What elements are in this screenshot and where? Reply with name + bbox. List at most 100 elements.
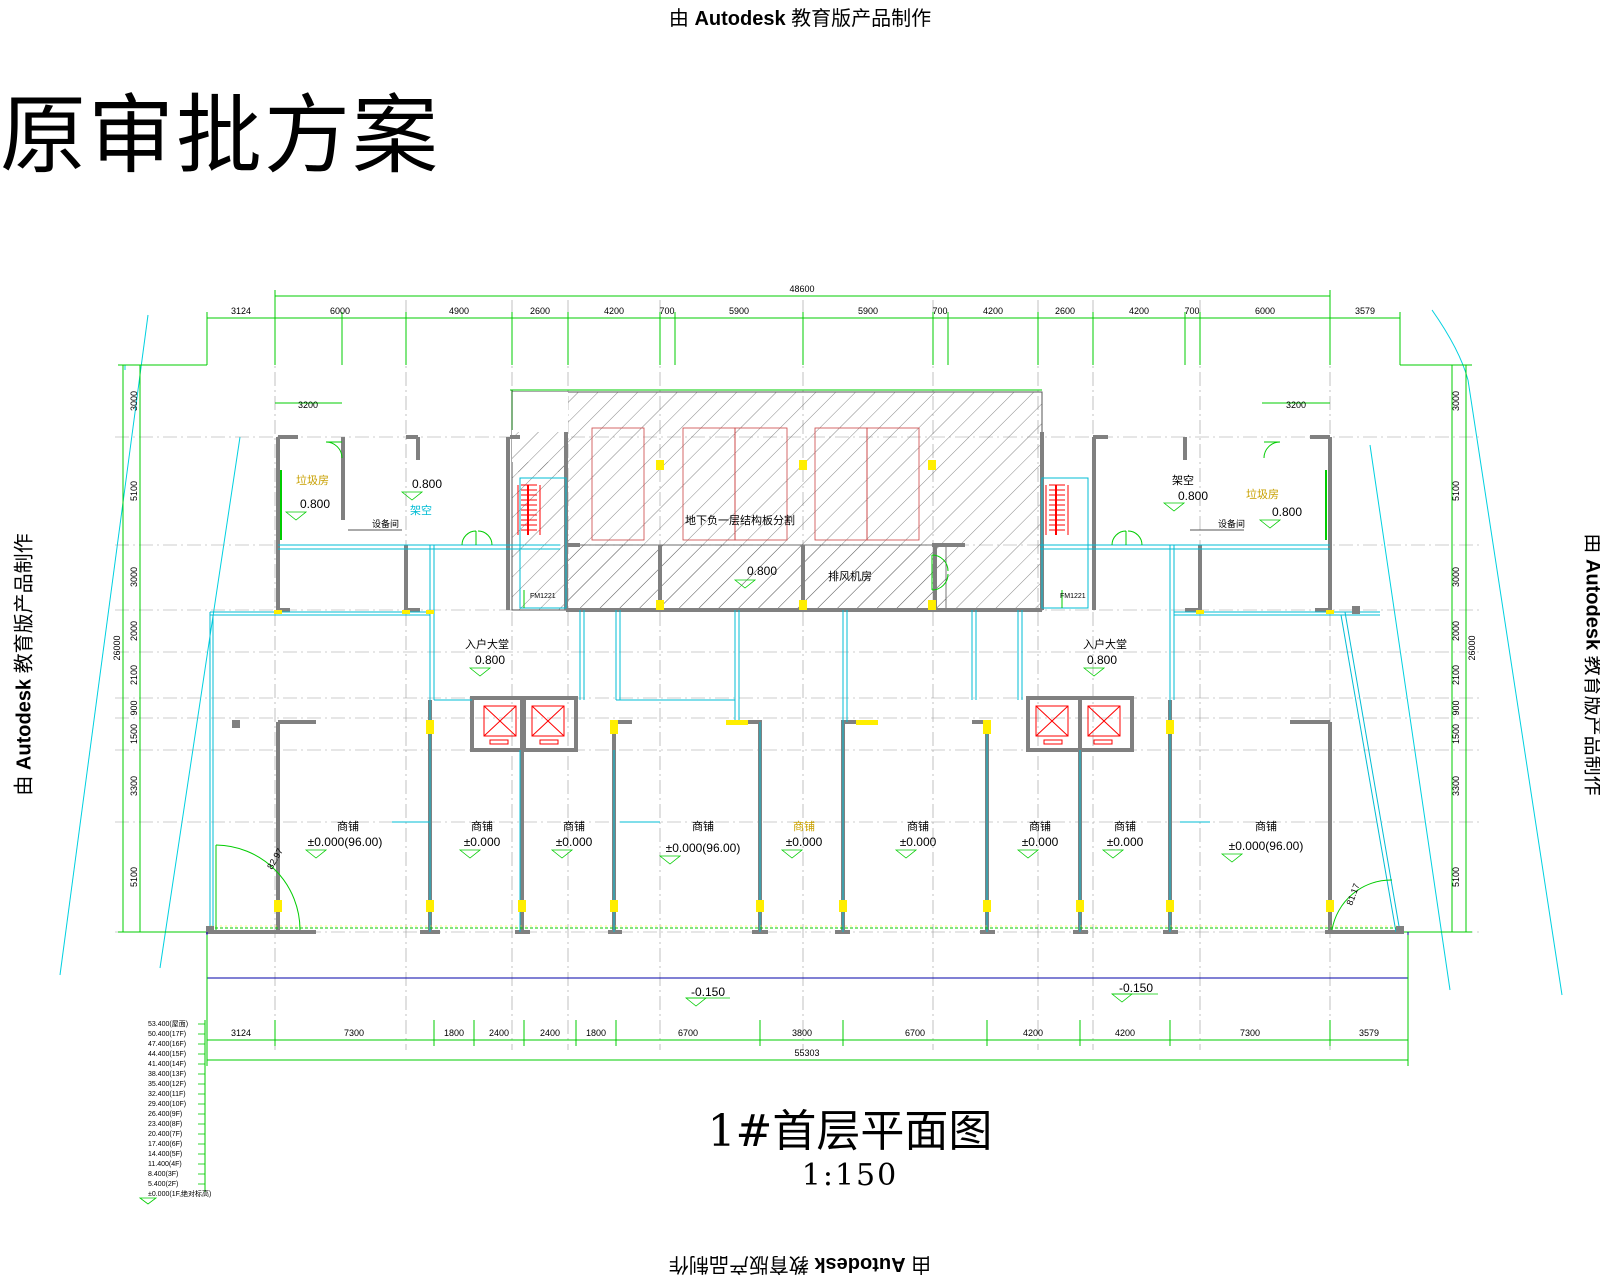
svg-text:1800: 1800 — [444, 1028, 464, 1038]
svg-text:3000: 3000 — [129, 567, 139, 587]
bottom-dimension-chain — [207, 935, 1408, 1066]
svg-text:7300: 7300 — [344, 1028, 364, 1038]
svg-text:6000: 6000 — [330, 306, 350, 316]
svg-text:17.400(6F): 17.400(6F) — [148, 1141, 182, 1148]
svg-text:3124: 3124 — [231, 306, 251, 316]
svg-text:38.400(13F): 38.400(13F) — [148, 1071, 186, 1078]
curve-label-right: 81.17 — [1344, 882, 1361, 907]
svg-text:0.800: 0.800 — [1272, 505, 1302, 519]
svg-text:41.400(14F): 41.400(14F) — [148, 1061, 186, 1068]
svg-text:垃圾房: 垃圾房 — [1246, 487, 1279, 501]
svg-text:900: 900 — [129, 700, 139, 715]
svg-text:5900: 5900 — [729, 306, 749, 316]
dim-top-overall: 48600 — [789, 284, 814, 294]
svg-text:50.400(17F): 50.400(17F) — [148, 1031, 186, 1038]
svg-text:900: 900 — [1451, 700, 1461, 715]
svg-text:1500: 1500 — [129, 724, 139, 744]
hatched-core: 地下负一层结构板分割 排风机房 0.800 — [510, 390, 1042, 610]
svg-text:±0.000: ±0.000 — [464, 835, 501, 849]
svg-text:-0.150: -0.150 — [691, 985, 725, 999]
svg-text:1800: 1800 — [586, 1028, 606, 1038]
svg-text:8.400(3F): 8.400(3F) — [148, 1171, 178, 1178]
svg-text:6700: 6700 — [905, 1028, 925, 1038]
svg-text:3000: 3000 — [1451, 391, 1461, 411]
svg-text:5100: 5100 — [129, 481, 139, 501]
svg-text:4200: 4200 — [983, 306, 1003, 316]
right-dimension-texts: 3000 5100 3000 2000 2100 900 1500 3300 5… — [1451, 391, 1477, 887]
svg-text:2400: 2400 — [540, 1028, 560, 1038]
label-exhaust-room: 排风机房 — [828, 569, 872, 583]
svg-text:2600: 2600 — [530, 306, 550, 316]
svg-text:4200: 4200 — [604, 306, 624, 316]
svg-text:23.400(8F): 23.400(8F) — [148, 1121, 182, 1128]
svg-text:4200: 4200 — [1023, 1028, 1043, 1038]
svg-text:设备间: 设备间 — [1218, 518, 1245, 530]
svg-text:4900: 4900 — [449, 306, 469, 316]
svg-text:700: 700 — [1184, 306, 1199, 316]
drawing-title: 1#首层平面图 — [600, 1095, 1100, 1159]
svg-text:3579: 3579 — [1359, 1028, 1379, 1038]
left-dimension-texts: 3000 5100 3000 2000 2100 900 1500 3300 5… — [112, 391, 139, 887]
svg-text:0.800: 0.800 — [475, 653, 505, 667]
svg-text:26000: 26000 — [112, 635, 122, 660]
svg-text:2600: 2600 — [1055, 306, 1075, 316]
svg-text:2000: 2000 — [129, 621, 139, 641]
svg-text:入户大堂: 入户大堂 — [1083, 637, 1127, 651]
svg-text:商铺: 商铺 — [692, 819, 714, 833]
svg-text:商铺: 商铺 — [471, 819, 493, 833]
svg-text:32.400(11F): 32.400(11F) — [148, 1091, 186, 1098]
svg-text:5.400(2F): 5.400(2F) — [148, 1181, 178, 1188]
svg-text:0.800: 0.800 — [412, 477, 442, 491]
svg-text:±0.000(96.00): ±0.000(96.00) — [308, 835, 383, 849]
svg-text:±0.000(96.00): ±0.000(96.00) — [1229, 839, 1304, 853]
svg-text:44.400(15F): 44.400(15F) — [148, 1051, 186, 1058]
top-dimension-chain — [207, 290, 1400, 403]
svg-text:商铺: 商铺 — [793, 819, 815, 833]
svg-text:0.800: 0.800 — [747, 564, 777, 578]
svg-text:0.800: 0.800 — [1178, 489, 1208, 503]
svg-text:商铺: 商铺 — [337, 819, 359, 833]
svg-text:20.400(7F): 20.400(7F) — [148, 1131, 182, 1138]
svg-text:7300: 7300 — [1240, 1028, 1260, 1038]
column-blocks — [206, 606, 1404, 934]
svg-text:±0.000: ±0.000 — [900, 835, 937, 849]
svg-text:入户大堂: 入户大堂 — [465, 637, 509, 651]
svg-text:商铺: 商铺 — [1255, 819, 1277, 833]
svg-text:6000: 6000 — [1255, 306, 1275, 316]
bottom-dimension-texts: 3124 7300 1800 2400 2400 1800 6700 3800 … — [231, 1028, 1379, 1058]
svg-text:1500: 1500 — [1451, 724, 1461, 744]
svg-text:FM1221: FM1221 — [530, 593, 556, 600]
svg-text:垃圾房: 垃圾房 — [296, 473, 329, 487]
svg-text:47.400(16F): 47.400(16F) — [148, 1041, 186, 1048]
svg-text:±0.000: ±0.000 — [556, 835, 593, 849]
svg-text:5900: 5900 — [858, 306, 878, 316]
svg-text:26000: 26000 — [1467, 635, 1477, 660]
svg-text:±0.000: ±0.000 — [1022, 835, 1059, 849]
svg-text:±0.000(1F,绝对标高): ±0.000(1F,绝对标高) — [148, 1189, 211, 1198]
svg-text:2000: 2000 — [1451, 621, 1461, 641]
svg-text:商铺: 商铺 — [907, 819, 929, 833]
curve-label-left: 82.97 — [265, 846, 285, 871]
svg-text:0.800: 0.800 — [300, 497, 330, 511]
svg-text:3300: 3300 — [129, 776, 139, 796]
dim-bottom-overall: 55303 — [794, 1048, 819, 1058]
svg-text:±0.000(96.00): ±0.000(96.00) — [666, 841, 741, 855]
svg-text:±0.000: ±0.000 — [1107, 835, 1144, 849]
svg-text:3200: 3200 — [298, 400, 318, 410]
svg-text:5100: 5100 — [1451, 481, 1461, 501]
svg-text:11.400(4F): 11.400(4F) — [148, 1161, 182, 1168]
svg-text:26.400(9F): 26.400(9F) — [148, 1111, 182, 1118]
svg-text:700: 700 — [659, 306, 674, 316]
elevator-shafts — [472, 698, 1132, 750]
svg-text:3200: 3200 — [1286, 400, 1306, 410]
svg-text:35.400(12F): 35.400(12F) — [148, 1081, 186, 1088]
svg-text:商铺: 商铺 — [1114, 819, 1136, 833]
svg-text:3000: 3000 — [1451, 567, 1461, 587]
svg-text:2100: 2100 — [129, 665, 139, 685]
svg-text:5100: 5100 — [1451, 867, 1461, 887]
svg-text:3000: 3000 — [129, 391, 139, 411]
svg-text:4200: 4200 — [1129, 306, 1149, 316]
svg-text:700: 700 — [932, 306, 947, 316]
svg-text:架空: 架空 — [1172, 473, 1194, 487]
